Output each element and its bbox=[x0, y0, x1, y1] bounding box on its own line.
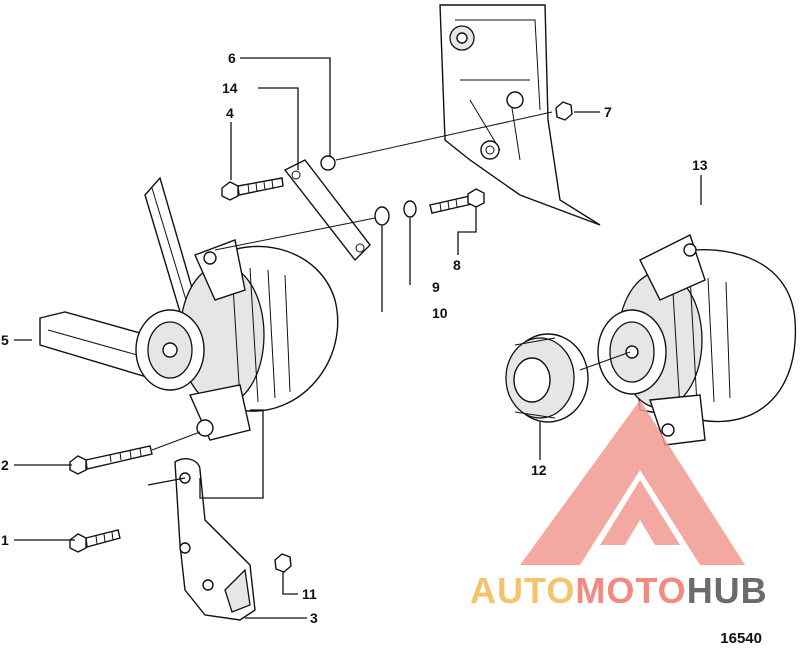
alternator-right bbox=[597, 234, 797, 446]
leader-8 bbox=[457, 207, 477, 255]
callout-3: 3 bbox=[310, 610, 318, 626]
callout-8: 8 bbox=[453, 257, 461, 273]
leader-1-bracket bbox=[147, 477, 186, 486]
figure-number: 16540 bbox=[720, 630, 762, 647]
leader-lines bbox=[14, 57, 702, 619]
wordmark-auto: AUTOMOTOHUB bbox=[470, 570, 768, 611]
bolt-4 bbox=[221, 177, 284, 201]
callout-2: 2 bbox=[1, 457, 9, 473]
leader-11 bbox=[282, 571, 298, 595]
alternator-left bbox=[135, 239, 339, 441]
callout-5: 5 bbox=[1, 332, 9, 348]
lockwasher-9 bbox=[403, 200, 417, 218]
callout-11: 11 bbox=[302, 586, 317, 602]
assembly-line-middle bbox=[214, 217, 376, 251]
leader-14 bbox=[258, 87, 299, 170]
assembly-line-upper bbox=[335, 111, 553, 161]
callout-9: 9 bbox=[432, 279, 440, 295]
callout-14: 14 bbox=[222, 80, 238, 96]
washer-6 bbox=[320, 155, 336, 171]
engine-mounting-bracket bbox=[439, 4, 601, 226]
callout-1: 1 bbox=[1, 532, 9, 548]
leader-bracket-3 bbox=[199, 409, 264, 499]
callout-13: 13 bbox=[692, 157, 708, 173]
mounting-bracket-3 bbox=[174, 458, 256, 621]
automotohub-logo-mark bbox=[520, 400, 745, 565]
pulley-12 bbox=[505, 333, 589, 423]
bolt-1 bbox=[69, 529, 121, 553]
automotohub-wordmark: AUTOMOTOHUB bbox=[470, 570, 768, 611]
nut-7 bbox=[555, 101, 573, 121]
bolt-2 bbox=[69, 431, 201, 475]
adjusting-arm bbox=[283, 159, 371, 262]
callout-12: 12 bbox=[531, 462, 547, 478]
leader-6 bbox=[240, 57, 331, 157]
callout-labels: 1 2 3 4 5 6 7 8 9 10 11 12 13 14 bbox=[1, 50, 708, 626]
nut-11 bbox=[274, 553, 292, 573]
callout-7: 7 bbox=[604, 104, 612, 120]
washer-10 bbox=[374, 206, 390, 226]
assembly-line-pulley bbox=[579, 351, 631, 371]
bolt-8 bbox=[429, 188, 485, 214]
callout-6: 6 bbox=[228, 50, 236, 66]
callout-10: 10 bbox=[432, 305, 448, 321]
callout-4: 4 bbox=[226, 105, 234, 121]
